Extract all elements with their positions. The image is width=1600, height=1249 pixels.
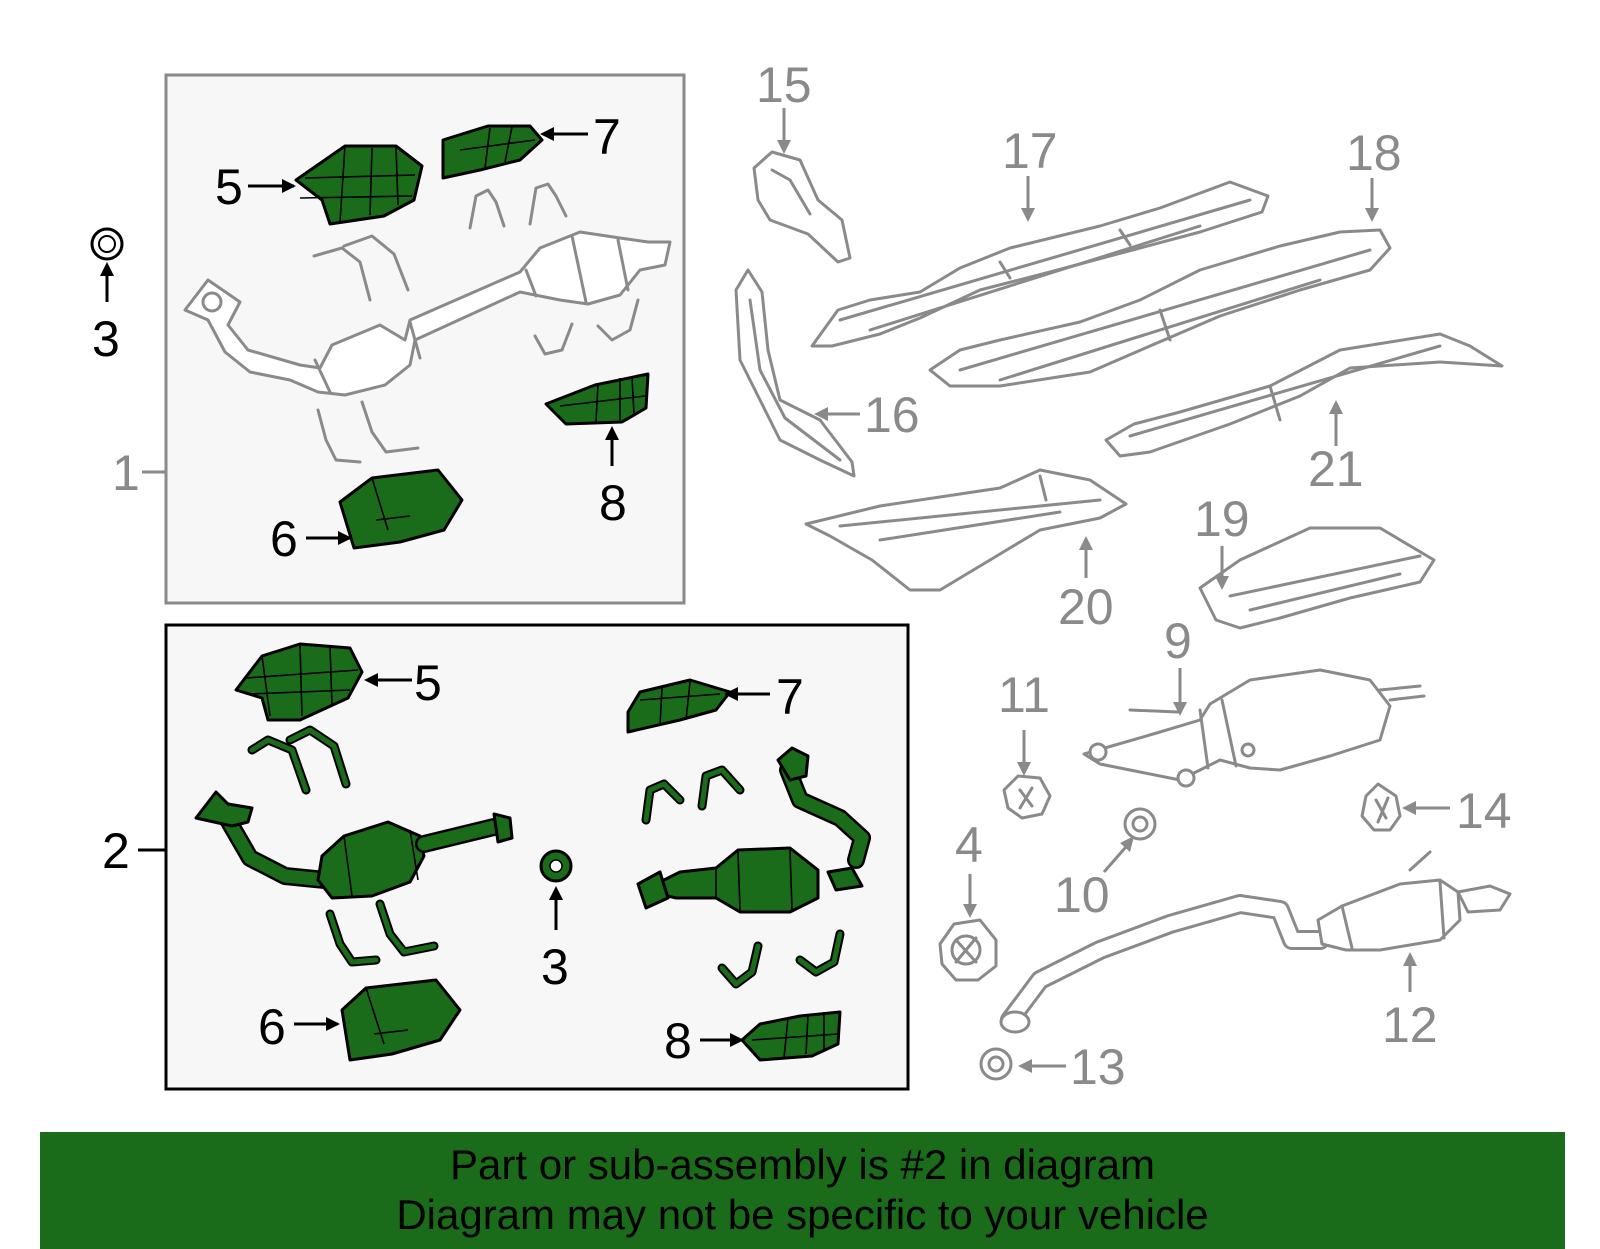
callout-7-box1: 7 [593,109,621,165]
callout-19: 19 [1194,491,1250,547]
banner-text: Part or sub-assembly is #2 in diagram Di… [40,1132,1565,1240]
callout-6-box2: 6 [258,999,286,1055]
callout-2: 2 [102,823,130,879]
clamps-box2[interactable] [247,725,845,989]
callout-9: 9 [1164,613,1192,669]
hanger-14[interactable] [1360,782,1402,832]
callout-7-box2: 7 [776,669,804,725]
heat-shield-8-box2[interactable] [740,1010,842,1062]
heat-shield-6-box2[interactable] [340,978,462,1062]
callout-11: 11 [998,667,1050,723]
callout-5-box2: 5 [414,655,442,711]
heat-shield-5-box1[interactable] [294,144,424,226]
heat-shield-16[interactable] [734,268,856,478]
hanger-4[interactable] [938,918,998,982]
tail-pipe-12[interactable] [999,850,1512,1034]
callout-3-box2: 3 [541,939,569,995]
heat-shield-15[interactable] [752,150,852,264]
callout-1: 1 [112,445,140,501]
callout-16: 16 [864,387,920,443]
callout-13: 13 [1070,1039,1126,1095]
callout-14: 14 [1456,783,1512,839]
callout-8-box2: 8 [664,1013,692,1069]
heat-shield-19[interactable] [1198,526,1436,630]
heat-shield-20[interactable] [804,468,1128,592]
muffler-9[interactable] [1082,668,1426,788]
callout-17: 17 [1002,123,1058,179]
info-banner: Part or sub-assembly is #2 in diagram Di… [40,1132,1565,1249]
banner-line-2: Diagram may not be specific to your vehi… [396,1191,1209,1238]
gasket-13[interactable] [979,1047,1013,1081]
heat-shield-7-box2[interactable] [626,678,732,734]
heat-shield-18[interactable] [928,228,1392,388]
callout-10: 10 [1054,867,1110,923]
callout-4: 4 [955,817,983,873]
heat-shield-8-box1[interactable] [544,372,650,426]
clamps-box1[interactable] [312,182,640,464]
heat-shield-5-box2[interactable] [234,642,364,722]
heat-shield-21[interactable] [1104,332,1504,458]
hanger-11[interactable] [1002,774,1052,820]
callout-21: 21 [1308,441,1364,497]
catalytic-converter-box2-left[interactable] [194,790,514,900]
heat-shield-17[interactable] [810,180,1270,348]
callout-3-top: 3 [92,311,120,367]
catalytic-converter-box1[interactable] [183,230,672,397]
callout-5-box1: 5 [215,159,243,215]
callout-20: 20 [1058,579,1114,635]
callout-labels: 1 2 3 3 4 5 5 6 6 7 7 8 8 9 10 11 12 13 … [92,57,1512,1095]
callout-8-box1: 8 [599,475,627,531]
heat-shield-6-box1[interactable] [338,468,464,550]
gasket-3-box2[interactable] [539,849,573,883]
callout-18: 18 [1346,125,1402,181]
banner-line-1: Part or sub-assembly is #2 in diagram [450,1141,1155,1188]
callout-6-box1: 6 [270,511,298,567]
catalytic-converter-box2-right[interactable] [636,746,871,914]
callout-12: 12 [1382,997,1438,1053]
leader-lines [100,108,1450,1073]
gasket-10[interactable] [1123,807,1157,841]
callout-15: 15 [756,57,812,113]
gasket-3-top[interactable] [90,227,124,261]
heat-shield-7-box1[interactable] [441,124,544,180]
